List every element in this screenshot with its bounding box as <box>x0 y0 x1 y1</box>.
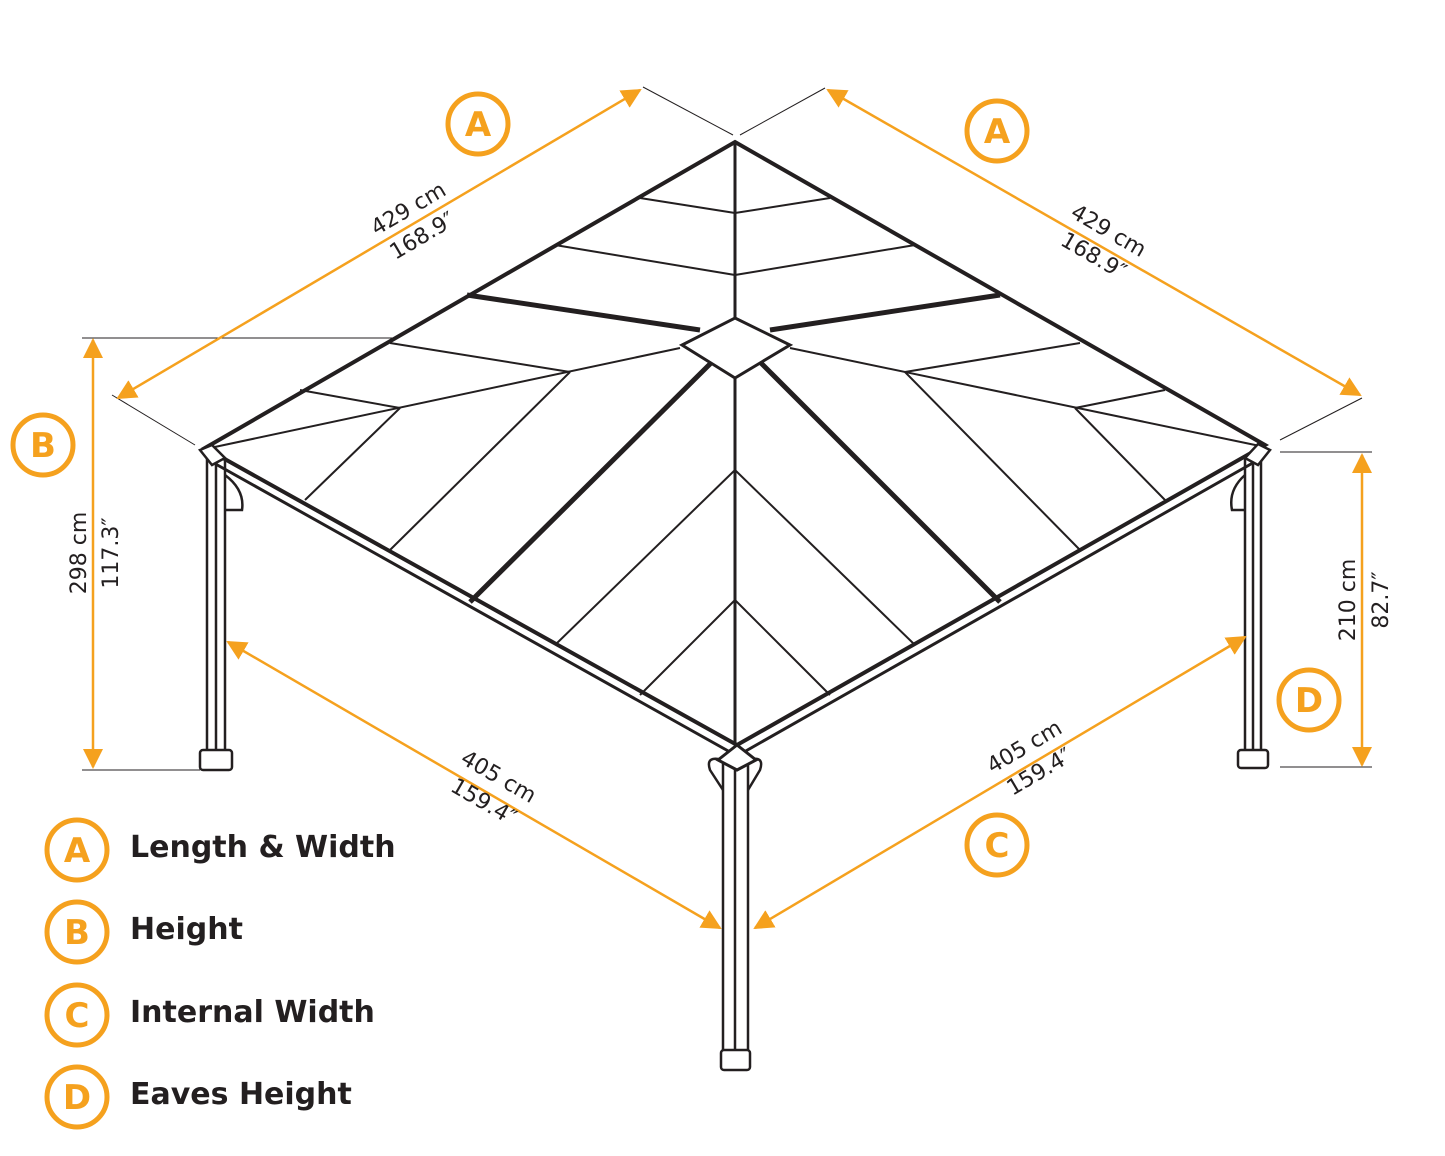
arrow-internal-left <box>226 640 722 930</box>
badge-a-right-letter: A <box>984 112 1011 152</box>
badge-c <box>964 812 1030 878</box>
legend-label-length-width: Length & Width <box>130 830 396 865</box>
badge-b-letter: B <box>30 426 56 466</box>
badge-c-letter: C <box>985 826 1010 866</box>
eaves-in: 82.7″ <box>1369 571 1394 628</box>
gazebo-posts <box>198 453 1270 1072</box>
height-in: 117.3″ <box>99 517 124 588</box>
roof-hub <box>678 316 794 380</box>
legend-badge-b <box>44 899 110 965</box>
badge-a-left <box>445 91 511 157</box>
badge-b <box>10 412 76 478</box>
dimension-arrows <box>83 88 1372 930</box>
badge-d <box>1276 667 1342 733</box>
legend-letter-d: D <box>63 1078 91 1118</box>
badge-d-letter: D <box>1295 681 1323 721</box>
arrow-length-right <box>826 88 1362 397</box>
legend-label-height: Height <box>130 912 243 947</box>
legend-letter-b: B <box>64 913 90 953</box>
badge-a-left-letter: A <box>465 105 492 145</box>
height-cm: 298 cm <box>67 512 92 595</box>
legend-badge-c <box>44 982 110 1048</box>
badge-a-right <box>964 98 1030 164</box>
legend-badge-d <box>44 1064 110 1130</box>
legend-badge-a <box>44 817 110 883</box>
arrow-length-left <box>116 88 642 400</box>
eaves-cm: 210 cm <box>1336 559 1361 642</box>
arrow-internal-right <box>753 635 1247 930</box>
legend-label-internal-width: Internal Width <box>130 995 375 1030</box>
legend-letter-a: A <box>64 831 91 871</box>
legend-letter-c: C <box>65 996 90 1036</box>
legend-label-eaves-height: Eaves Height <box>130 1077 352 1112</box>
